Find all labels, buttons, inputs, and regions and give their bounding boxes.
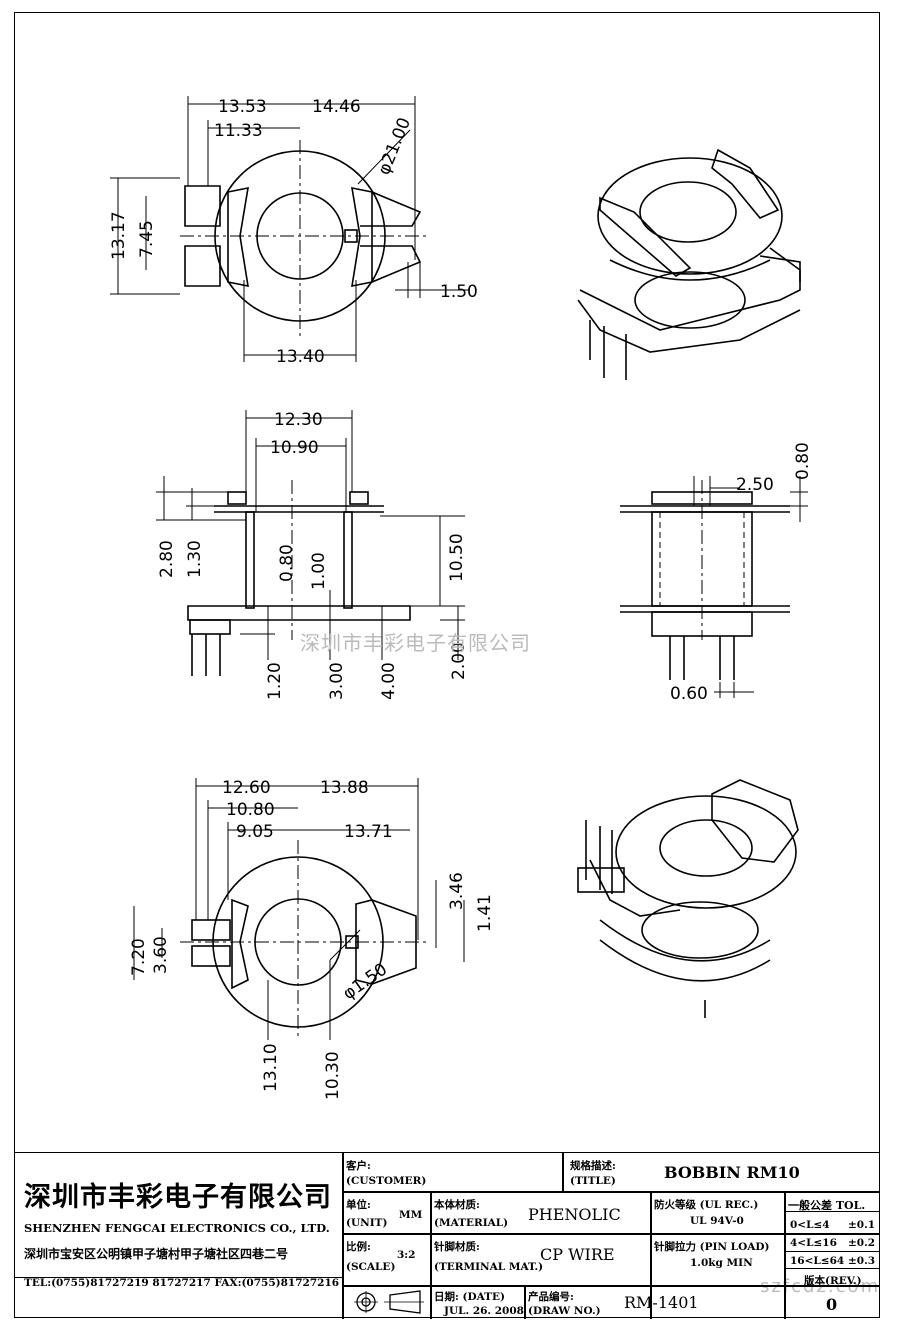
- watermark: 深圳市丰彩电子有限公司: [300, 631, 531, 655]
- dim-1-20: 1.20: [265, 662, 285, 700]
- terminal-value: CP WIRE: [540, 1245, 615, 1264]
- title-label-en: (TITLE): [570, 1175, 616, 1187]
- dim-10-30: 10.30: [323, 1051, 343, 1100]
- dim-10-50: 10.50: [447, 533, 467, 582]
- terminal-label-en: (TERMINAL MAT.): [434, 1261, 544, 1273]
- dim-3-00: 3.00: [327, 662, 347, 700]
- title-value: BOBBIN RM10: [664, 1163, 800, 1182]
- dim-13-71: 13.71: [344, 822, 393, 842]
- dim-1-50: 1.50: [440, 282, 478, 302]
- pin-load-value: 1.0kg MIN: [690, 1257, 753, 1269]
- date-label: 日期: (DATE): [434, 1291, 505, 1303]
- tol-value-1: ±0.1: [848, 1219, 876, 1231]
- dim-13-53: 13.53: [218, 97, 267, 117]
- title-block: 深圳市丰彩电子有限公司 SHENZHEN FENGCAI ELECTRONICS…: [14, 1152, 880, 1319]
- dim-13-88: 13.88: [320, 778, 369, 798]
- dim-12-30: 12.30: [274, 410, 323, 430]
- dim-9-05: 9.05: [236, 822, 274, 842]
- scale-value: 3:2: [397, 1249, 416, 1261]
- dim-phi-1-50: φ1.50: [339, 960, 391, 1005]
- terminal-label-cn: 针脚材质:: [434, 1241, 480, 1253]
- dim-2-00: 2.00: [449, 642, 469, 680]
- tol-value-3: ±0.3: [848, 1255, 876, 1267]
- dim-10-80: 10.80: [226, 800, 275, 820]
- tol-range-2: 4<L≤16: [790, 1237, 837, 1249]
- dim-11-33: 11.33: [214, 121, 263, 141]
- side-view: [620, 476, 808, 698]
- title-label-cn: 规格描述:: [570, 1160, 616, 1172]
- tol-range-1: 0<L≤4: [790, 1219, 830, 1231]
- dim-1-41: 1.41: [475, 894, 495, 932]
- customer-label-cn: 客户:: [346, 1160, 371, 1172]
- company-contact: TEL:(0755)81727219 81727217 FAX:(0755)81…: [24, 1277, 340, 1289]
- company-name-en: SHENZHEN FENGCAI ELECTRONICS CO., LTD.: [24, 1221, 330, 1235]
- dim-10-90: 10.90: [270, 438, 319, 458]
- dim-1-00: 1.00: [309, 552, 329, 590]
- projection-symbol-icon: [354, 1290, 424, 1314]
- dim-phi-21: φ21.00: [374, 115, 415, 178]
- isometric-top: [577, 148, 801, 380]
- scale-label-en: (SCALE): [346, 1261, 396, 1273]
- customer-label-en: (CUSTOMER): [346, 1175, 427, 1187]
- dim-0-60: 0.60: [670, 684, 708, 704]
- dim-2-80: 2.80: [157, 540, 177, 578]
- dim-14-46: 14.46: [312, 97, 361, 117]
- fire-value: UL 94V-0: [690, 1215, 744, 1227]
- watermark-url: szfcdz.com: [760, 1276, 881, 1297]
- bottom-view: [133, 778, 465, 1040]
- unit-value: MM: [399, 1209, 423, 1221]
- dim-13-40: 13.40: [276, 347, 325, 367]
- dim-3-60: 3.60: [151, 936, 171, 974]
- draw-no-value: RM-1401: [624, 1293, 699, 1312]
- material-label-cn: 本体材质:: [434, 1199, 480, 1211]
- rev-label: 版本(REV.): [804, 1275, 862, 1287]
- rev-value: 0: [826, 1295, 838, 1314]
- pin-load-label: 针脚拉力 (PIN LOAD): [654, 1241, 770, 1253]
- tol-range-3: 16<L≤64: [790, 1255, 845, 1267]
- dim-2-50: 2.50: [736, 475, 774, 495]
- tol-label: 一般公差 TOL.: [788, 1199, 866, 1212]
- dim-7-45: 7.45: [137, 220, 157, 258]
- dim-3-46: 3.46: [447, 872, 467, 910]
- isometric-bottom: [577, 779, 799, 1018]
- unit-label-cn: 单位:: [346, 1199, 371, 1211]
- dim-4-00: 4.00: [379, 662, 399, 700]
- top-view: [110, 96, 470, 362]
- dim-12-60: 12.60: [222, 778, 271, 798]
- dim-13-17: 13.17: [109, 211, 129, 260]
- fire-label: 防火等级 (UL REC.): [654, 1199, 759, 1211]
- technical-drawing: 13.53 14.46 11.33 φ21.00 13.17 7.45 1.50…: [109, 96, 813, 1100]
- dim-0-80-side: 0.80: [793, 442, 813, 480]
- dim-13-10: 13.10: [261, 1043, 281, 1092]
- drawing-frame: [14, 12, 880, 1318]
- date-value: JUL. 26. 2008: [444, 1305, 524, 1317]
- company-address: 深圳市宝安区公明镇甲子塘村甲子塘社区四巷二号: [24, 1247, 289, 1261]
- draw-no-label-cn: 产品编号:: [528, 1291, 574, 1303]
- dim-0-80: 0.80: [277, 544, 297, 582]
- dim-1-30: 1.30: [185, 540, 205, 578]
- draw-no-label-en: (DRAW NO.): [528, 1305, 601, 1317]
- material-label-en: (MATERIAL): [434, 1217, 509, 1229]
- material-value: PHENOLIC: [528, 1205, 621, 1224]
- unit-label-en: (UNIT): [346, 1217, 388, 1229]
- front-view: [156, 410, 465, 676]
- dim-7-20: 7.20: [129, 938, 149, 976]
- company-name-cn: 深圳市丰彩电子有限公司: [24, 1182, 332, 1213]
- scale-label-cn: 比例:: [346, 1241, 371, 1253]
- tol-value-2: ±0.2: [848, 1237, 876, 1249]
